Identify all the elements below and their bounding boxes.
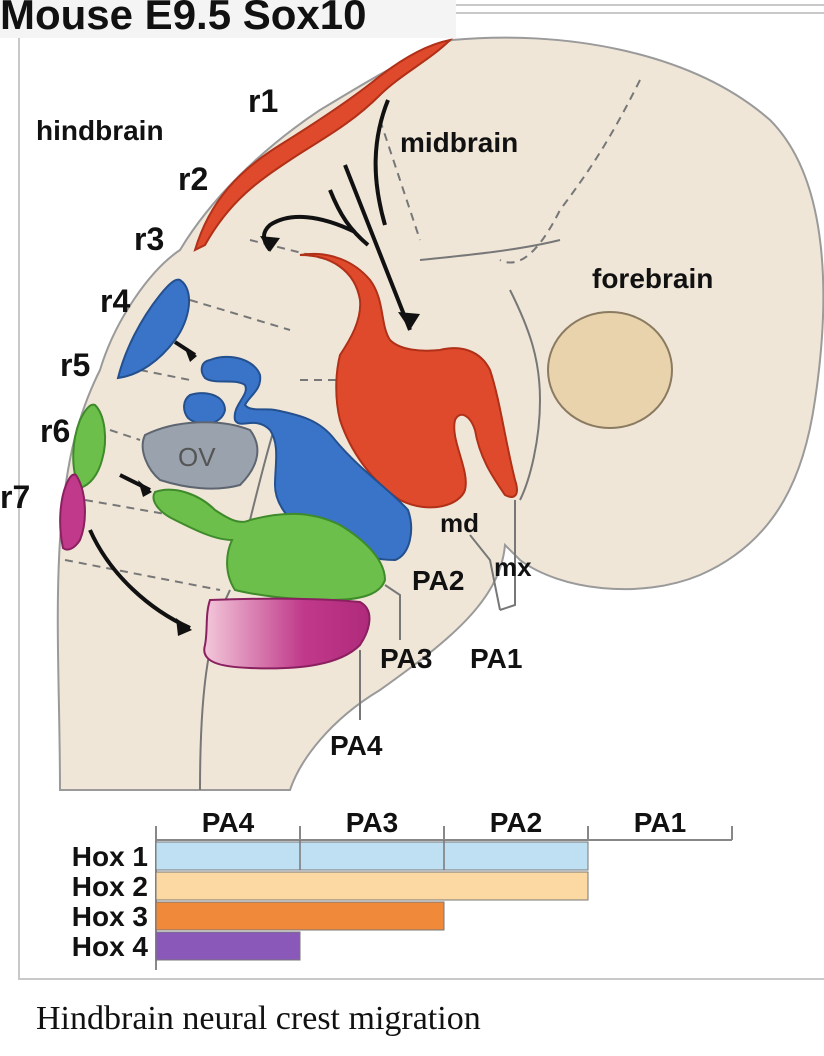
r7-label: r7 [0, 479, 30, 515]
r1-label: r1 [248, 83, 278, 119]
forebrain-label: forebrain [592, 263, 713, 294]
pa1-label: PA1 [470, 643, 522, 674]
hox-column-label: PA3 [346, 807, 398, 838]
hox-row-label: Hox 4 [72, 931, 149, 962]
hox-row-label: Hox 3 [72, 901, 148, 932]
r7-crest-segment [60, 475, 85, 550]
midbrain-label: midbrain [400, 127, 518, 158]
hox-expression-bar [156, 902, 444, 930]
r2-label: r2 [178, 161, 208, 197]
hox-column-label: PA1 [634, 807, 686, 838]
r4-label: r4 [100, 283, 130, 319]
r5-label: r5 [60, 347, 90, 383]
hox-expression-bar [156, 872, 588, 900]
r3-label: r3 [134, 221, 164, 257]
hindbrain-label: hindbrain [36, 115, 164, 146]
r6-label: r6 [40, 413, 70, 449]
forebrain-vesicle [548, 312, 672, 428]
md-label: md [440, 508, 479, 538]
hox-row-label: Hox 2 [72, 871, 148, 902]
mx-label: mx [494, 552, 532, 582]
otic-vesicle-label: OV [178, 442, 216, 472]
hox-expression-bar [156, 842, 588, 870]
neural-crest-diagram: hindbrain midbrain forebrain OV r1 r2 r3… [0, 0, 824, 980]
pa4-label: PA4 [330, 730, 383, 761]
figure-caption: Hindbrain neural crest migration [36, 1000, 481, 1038]
pa3-label: PA3 [380, 643, 432, 674]
hox-column-label: PA2 [490, 807, 542, 838]
pa2-label: PA2 [412, 565, 464, 596]
hox-column-label: PA4 [202, 807, 255, 838]
hox-expression-bar [156, 932, 300, 960]
hox-row-label: Hox 1 [72, 841, 148, 872]
